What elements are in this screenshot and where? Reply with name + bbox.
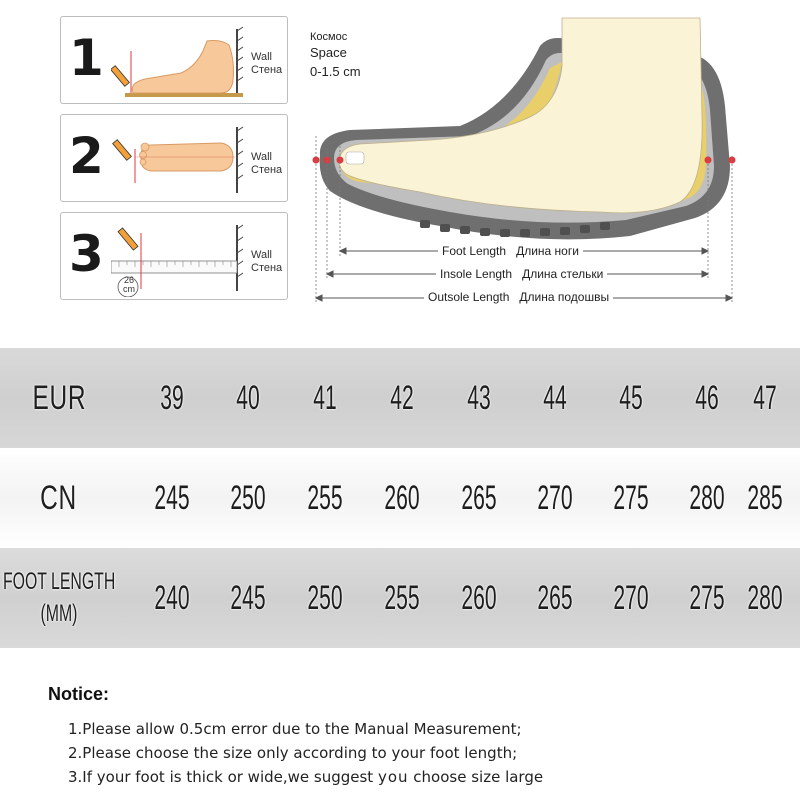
ruler-reading: 26 cm (118, 276, 140, 294)
wall-label: Wall Стена (251, 51, 282, 77)
step-number: 1 (69, 29, 104, 87)
foot-length-cell: 280 (747, 578, 783, 617)
step-2-panel: 2 Wall Стена (60, 114, 288, 202)
step-number: 2 (69, 127, 104, 185)
notice-line-3-start: 3.If your foot is thick or wide,we sugge… (68, 768, 378, 786)
foot-length-en: Foot Length (442, 244, 507, 258)
wall-label-en: Wall (251, 249, 272, 261)
shoe-cross-section-diagram (312, 17, 736, 304)
ruler-reading-value: 26 (123, 275, 134, 285)
foot-length-cell: 250 (307, 578, 343, 617)
eur-label-text: EUR (32, 378, 86, 417)
eur-size-cell: 45 (619, 378, 643, 417)
space-value: 0-1.5 cm (310, 64, 361, 79)
cn-label-text: CN (40, 478, 78, 517)
foot-length-cell: 245 (230, 578, 266, 617)
cn-size-cell: 245 (154, 478, 190, 517)
step-number: 3 (69, 225, 104, 283)
foot-top-illustration (112, 126, 244, 193)
eur-size-cell: 47 (753, 378, 777, 417)
notice-title: Notice: (48, 684, 110, 704)
foot-length-ru: Длина ноги (516, 244, 579, 258)
foot-length-label-line2: (MM) (40, 600, 78, 627)
outsole-length-ru: Длина подошвы (519, 290, 610, 304)
insole-length-en: Insole Length (440, 267, 513, 281)
notice-line-2: 2.Please choose the size only according … (68, 744, 518, 762)
ruler-illustration (111, 224, 244, 297)
notice-line-3-you: you (377, 768, 409, 786)
step-3-panel: 3 26 cm Wall Стена (60, 212, 288, 300)
eur-size-cell: 43 (467, 378, 491, 417)
wall-label: Wall Стена (251, 249, 282, 275)
wall-label-ru: Стена (251, 262, 283, 274)
eur-size-cell: 40 (236, 378, 260, 417)
cn-size-row: CN 245 250 255 260 265 270 275 280 285 (0, 448, 800, 548)
cn-size-cell: 285 (747, 478, 783, 517)
foot-length-cell: 255 (384, 578, 420, 617)
foot-length-label: Foot Length Длина ноги (438, 244, 583, 258)
space-label-ru: Космос (310, 31, 348, 43)
outsole-length-en: Outsole Length (428, 290, 510, 304)
step-1-panel: 1 Wall Стена (60, 16, 288, 104)
outsole-length-label: Outsole Length Длина подошвы (424, 290, 614, 304)
notice-line-3-end: choose size large (408, 768, 544, 786)
space-allowance-label: Космос Space 0-1.5 cm (310, 30, 361, 79)
size-chart-table: EUR 39 40 41 42 43 44 45 46 47 CN 245 250 255 260 26… (0, 348, 800, 648)
foot-length-row: FOOT LENGTH (MM) 240 245 250 255 260 265 270 27… (0, 548, 800, 648)
wall-label-en: Wall (251, 51, 272, 63)
notice-line-3: 3.If your foot is thick or wide,we sugge… (68, 768, 543, 786)
wall-label-en: Wall (251, 151, 272, 163)
foot-side-illustration (111, 26, 244, 97)
eur-size-cell: 41 (313, 378, 337, 417)
cn-row-label: CN (0, 448, 118, 548)
foot-length-row-label: FOOT LENGTH (MM) (0, 548, 118, 648)
foot-length-cell: 275 (689, 578, 725, 617)
eur-size-cell: 39 (160, 378, 184, 417)
foot-length-cell: 270 (613, 578, 649, 617)
cn-size-cell: 265 (461, 478, 497, 517)
wall-label-ru: Стена (251, 64, 283, 76)
eur-size-cell: 42 (390, 378, 414, 417)
space-label-en: Space (310, 45, 347, 60)
foot-length-cell: 265 (537, 578, 573, 617)
cn-size-cell: 270 (537, 478, 573, 517)
ruler-reading-unit: cm (123, 284, 135, 294)
cn-size-cell: 260 (384, 478, 420, 517)
foot-length-cell: 260 (461, 578, 497, 617)
eur-size-cell: 46 (695, 378, 719, 417)
insole-length-label: Insole Length Длина стельки (436, 267, 608, 281)
cn-size-cell: 280 (689, 478, 725, 517)
wall-label-ru: Стена (251, 164, 283, 176)
cn-size-cell: 275 (613, 478, 649, 517)
eur-size-row: EUR 39 40 41 42 43 44 45 46 47 (0, 348, 800, 448)
cn-size-cell: 255 (307, 478, 343, 517)
cn-size-cell: 250 (230, 478, 266, 517)
eur-row-label: EUR (0, 348, 118, 448)
foot-length-label-line1: FOOT LENGTH (2, 568, 116, 595)
eur-size-cell: 44 (543, 378, 567, 417)
wall-label: Wall Стена (251, 151, 282, 177)
foot-length-cell: 240 (154, 578, 190, 617)
notice-line-1: 1.Please allow 0.5cm error due to the Ma… (68, 720, 522, 738)
insole-length-ru: Длина стельки (522, 267, 604, 281)
